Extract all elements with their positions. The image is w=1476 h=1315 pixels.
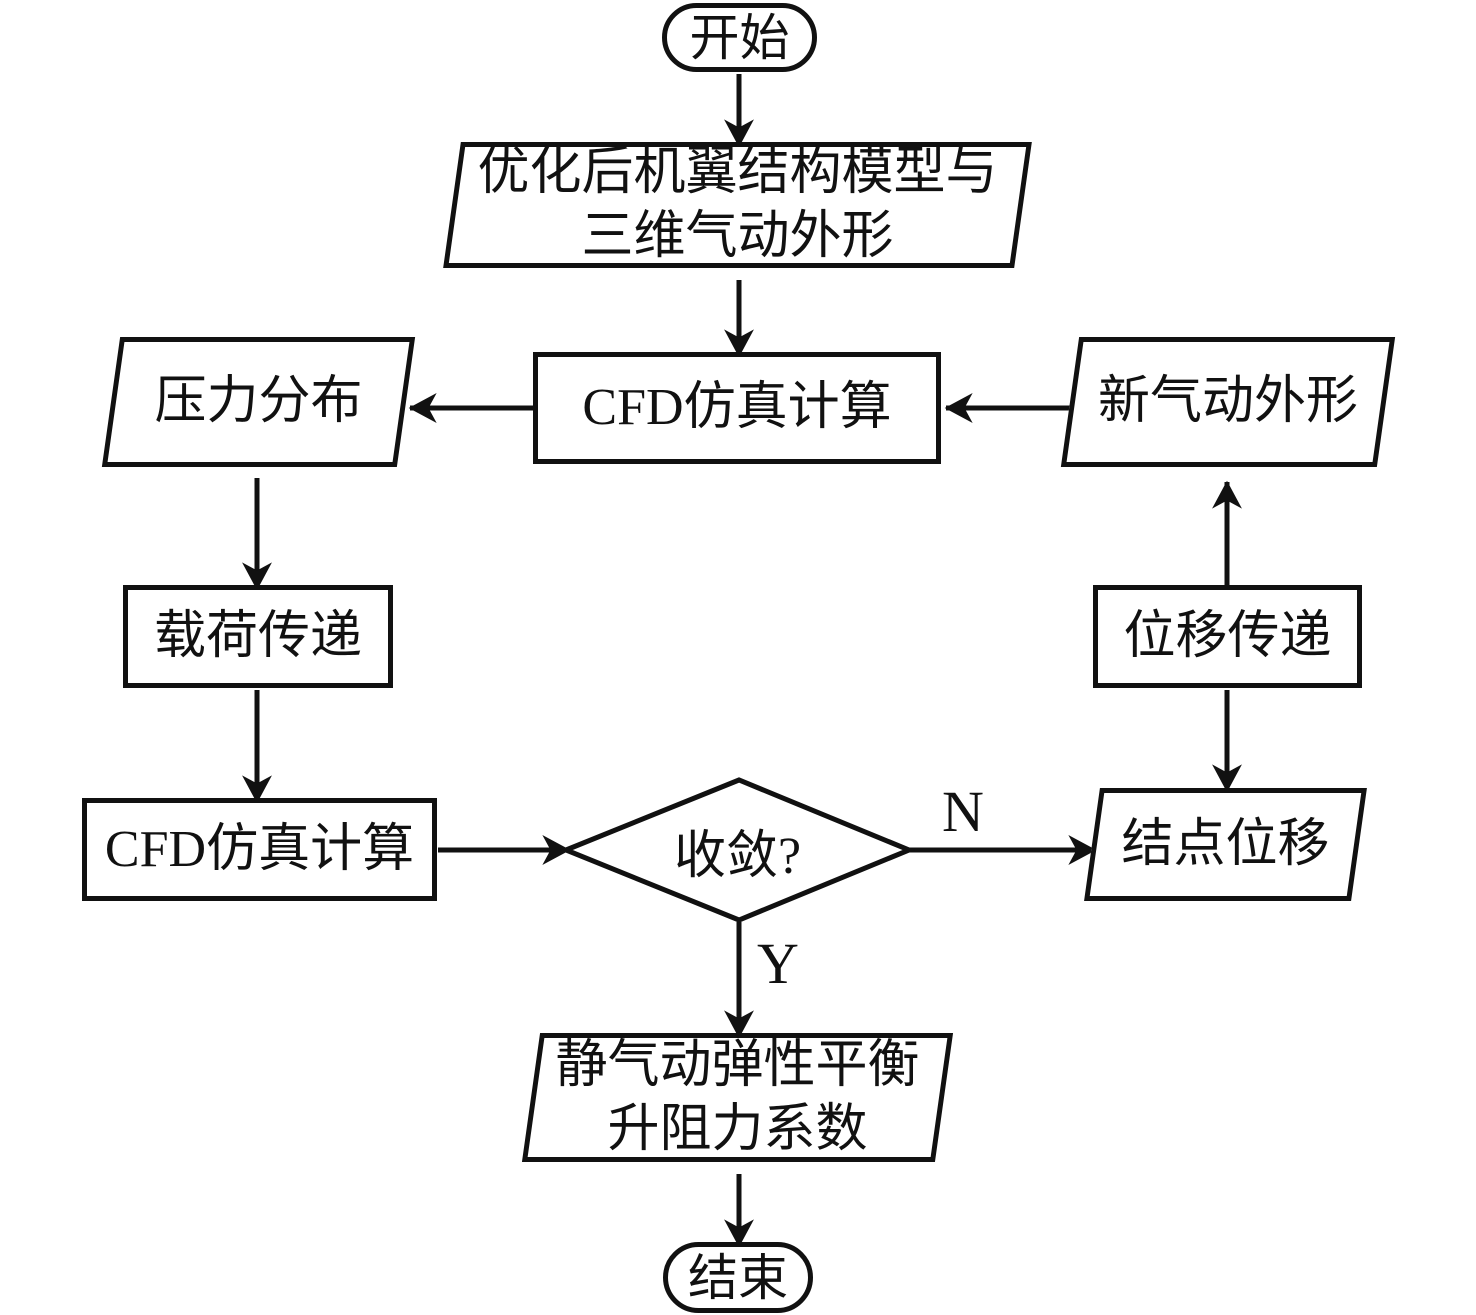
node-optimized-model: 优化后机翼结构模型与 三维气动外形 (443, 142, 1032, 268)
node-cfd-simulation-top-label: CFD仿真计算 (582, 379, 892, 436)
node-cfd-simulation-top: CFD仿真计算 (533, 352, 941, 464)
node-end: 结束 (663, 1242, 813, 1313)
node-load-transfer-label: 载荷传递 (153, 607, 362, 665)
node-pressure-distribution: 压力分布 (101, 337, 416, 467)
node-new-aero-shape: 新气动外形 (1060, 337, 1396, 467)
node-cfd-simulation-bottom-label: CFD仿真计算 (104, 820, 415, 878)
node-start: 开始 (662, 3, 817, 72)
node-aeroelastic-result-label: 静气动弹性平衡 升阻力系数 (555, 1036, 920, 1158)
node-aeroelastic-result: 静气动弹性平衡 升阻力系数 (521, 1033, 954, 1162)
node-optimized-model-label: 优化后机翼结构模型与 三维气动外形 (477, 144, 998, 265)
node-start-label: 开始 (689, 9, 790, 66)
decision-diamond-shape (559, 777, 916, 923)
node-cfd-simulation-bottom: CFD仿真计算 (82, 798, 437, 901)
node-load-transfer: 载荷传递 (123, 585, 393, 688)
node-displacement-transfer-label: 位移传递 (1123, 607, 1332, 665)
node-convergence-decision: 收敛? (566, 780, 909, 920)
node-convergence-decision-label: 收敛? (673, 827, 802, 885)
node-end-label: 结束 (688, 1249, 788, 1306)
node-displacement-transfer: 位移传递 (1093, 585, 1362, 688)
node-node-displacement: 结点位移 (1084, 788, 1367, 901)
node-node-displacement-label: 结点位移 (1121, 815, 1330, 873)
node-pressure-distribution-label: 压力分布 (154, 373, 363, 430)
node-new-aero-shape-label: 新气动外形 (1097, 373, 1358, 430)
edge-label-yes: Y (757, 931, 799, 996)
edge-label-no: N (942, 779, 984, 844)
